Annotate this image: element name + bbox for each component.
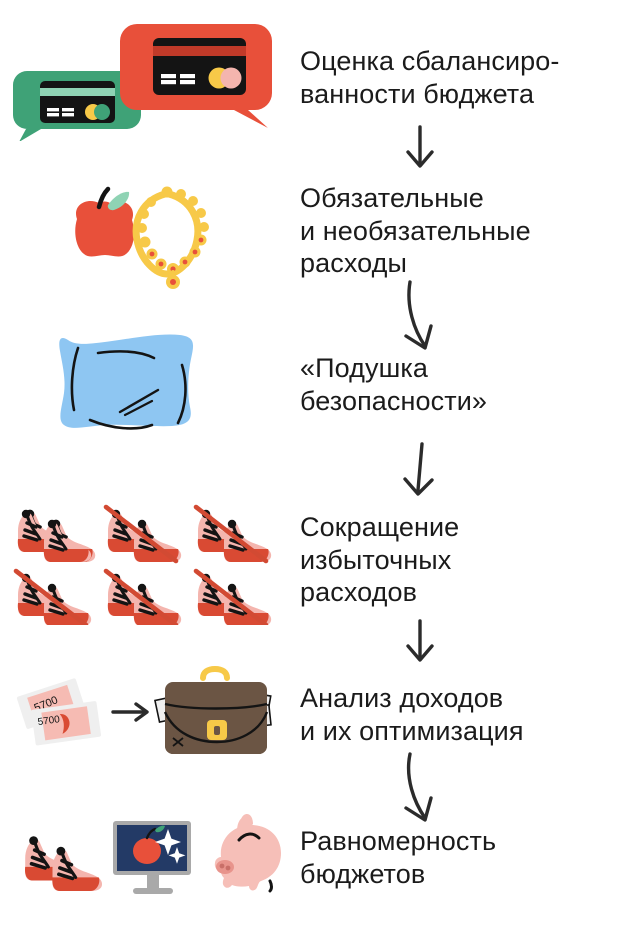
pillow-artwork bbox=[59, 334, 194, 430]
connector-arrow-3 bbox=[392, 442, 448, 504]
step-row-5: 5700 5700 bbox=[0, 660, 644, 770]
illustration-six-sneakers-crossed-out: .shoeBody{fill:#f4b5ae}.shoeSole{fill:#d… bbox=[0, 495, 290, 625]
illustration-credit-card-speech-bubbles bbox=[0, 16, 290, 141]
sneakers-grid-artwork: .shoeBody{fill:#f4b5ae}.shoeSole{fill:#d… bbox=[13, 504, 273, 625]
piggy-bank-icon bbox=[214, 814, 281, 893]
slash-icon-3 bbox=[193, 504, 269, 564]
apple-necklace-artwork bbox=[75, 186, 209, 289]
step-label-1: Оценка сбалансиро- ванности бюджета bbox=[300, 46, 560, 109]
credit-card-icon-small bbox=[40, 80, 115, 123]
connector-arrow-4 bbox=[392, 618, 448, 666]
monitor-icon bbox=[113, 821, 191, 894]
arrow-right-icon bbox=[111, 702, 149, 722]
briefcase-icon bbox=[154, 665, 272, 754]
apple-icon bbox=[75, 186, 134, 257]
connector-arrow-2 bbox=[392, 278, 454, 358]
step-row-4: .shoeBody{fill:#f4b5ae}.shoeSole{fill:#d… bbox=[0, 495, 644, 625]
step-row-6: Равномерность бюджетов bbox=[0, 805, 644, 910]
connector-arrow-1 bbox=[392, 124, 448, 172]
sneaker-icon-1 bbox=[16, 508, 93, 564]
credit-card-icon-large bbox=[153, 37, 246, 95]
pillow-icon bbox=[59, 334, 194, 430]
illustration-banknotes-to-briefcase: 5700 5700 bbox=[0, 660, 290, 770]
step-label-4: Сокращение избыточных расходов bbox=[300, 511, 460, 608]
step-row-1: Оценка сбалансиро- ванности бюджета bbox=[0, 16, 644, 141]
step-label-6: Равномерность бюджетов bbox=[300, 825, 497, 889]
connector-arrow-5 bbox=[392, 752, 454, 830]
income-artwork: 5700 5700 bbox=[16, 665, 272, 754]
step-label-2: Обязательные и необязательные расходы bbox=[300, 182, 531, 279]
banknotes-icon: 5700 5700 bbox=[16, 678, 102, 746]
step-label-5: Анализ доходов и их оптимизация bbox=[300, 683, 524, 746]
slash-icon-4 bbox=[13, 568, 89, 625]
svg-text:5700: 5700 bbox=[37, 714, 61, 728]
illustration-sneakers-monitor-piggybank bbox=[0, 805, 290, 910]
slash-icon-5 bbox=[103, 568, 179, 625]
balance-artwork bbox=[24, 814, 281, 894]
sneaker-icon-final bbox=[24, 836, 103, 892]
slash-icon-6 bbox=[193, 568, 269, 625]
step-row-3: «Подушка безопасности» bbox=[0, 320, 644, 450]
illustration-apple-and-necklace bbox=[0, 172, 290, 290]
credit-cards-artwork bbox=[13, 23, 272, 141]
illustration-pillow bbox=[0, 320, 290, 450]
step-label-3: «Подушка безопасности» bbox=[300, 353, 488, 416]
slash-icon-2 bbox=[103, 504, 179, 564]
necklace-icon bbox=[132, 186, 209, 289]
step-row-2: Обязательные и необязательные расходы bbox=[0, 172, 644, 290]
